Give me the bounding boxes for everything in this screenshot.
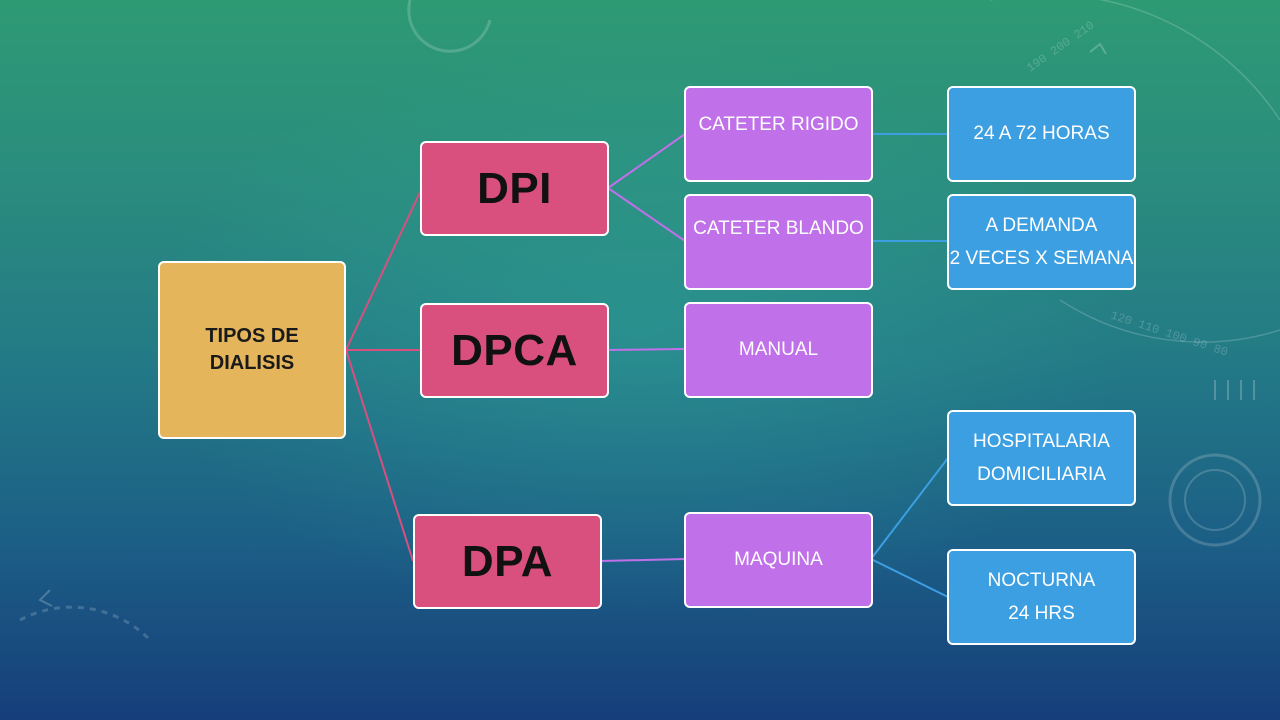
method-node-maquina: MAQUINA (684, 512, 873, 608)
method-node-manual: MANUAL (684, 302, 873, 398)
detail-node-a-demanda: A DEMANDA 2 VECES X SEMANA (947, 194, 1136, 290)
detail-line: DOMICILIARIA (977, 464, 1106, 485)
type-label: DPI (477, 163, 552, 213)
link-dpi-cateter-blando (607, 187, 686, 242)
left-arrow-mark-icon (38, 589, 53, 607)
top-right-dial-arc (990, 0, 1280, 121)
root-node-tipos-de-dialisis: TIPOS DE DIALISIS (158, 261, 346, 439)
root-label-line-2: DIALISIS (209, 352, 295, 374)
right-dial-arc (1059, 299, 1280, 343)
detail-line: 24 A 72 HORAS (973, 123, 1110, 145)
type-label: DPA (461, 536, 554, 586)
top-ring-arc (407, 0, 492, 53)
type-label: DPCA (451, 325, 578, 375)
link-root-dpa (345, 349, 414, 562)
bottom-left-arc (19, 605, 152, 642)
detail-node-24-a-72-horas: 24 A 72 HORAS (947, 86, 1136, 182)
method-label: MAQUINA (734, 549, 823, 570)
type-node-dpa: DPA (413, 514, 602, 609)
type-node-dpi: DPI (420, 141, 609, 236)
detail-line: 24 HRS (1008, 603, 1075, 624)
link-dpca-manual (607, 348, 686, 351)
detail-line: HOSPITALARIA (973, 430, 1110, 452)
right-ring-inner (1184, 469, 1246, 531)
link-dpa-maquina (600, 558, 686, 562)
method-label: CATETER RIGIDO (698, 114, 859, 135)
detail-node-nocturna: NOCTURNA 24 HRS (947, 549, 1136, 645)
type-node-dpca: DPCA (420, 303, 609, 398)
chevron-mark-icon (1089, 42, 1107, 55)
root-label-line-1: TIPOS DE (205, 325, 299, 347)
method-node-cateter-rigido: CATETER RIGIDO (684, 86, 873, 182)
detail-node-hospitalaria: HOSPITALARIA DOMICILIARIA (947, 410, 1136, 506)
link-maquina-hospitalaria (870, 457, 949, 560)
link-dpi-cateter-rigido (607, 133, 686, 189)
method-label: MANUAL (738, 339, 819, 360)
method-label: CATETER BLANDO (693, 218, 864, 239)
detail-line: A DEMANDA (985, 214, 1098, 236)
method-node-cateter-blando: CATETER BLANDO (684, 194, 873, 290)
right-ring (1168, 453, 1262, 547)
link-root-dpi (345, 187, 423, 351)
link-maquina-nocturna (870, 558, 949, 598)
detail-line: NOCTURNA (987, 569, 1096, 591)
detail-line: 2 VECES X SEMANA (949, 248, 1134, 269)
